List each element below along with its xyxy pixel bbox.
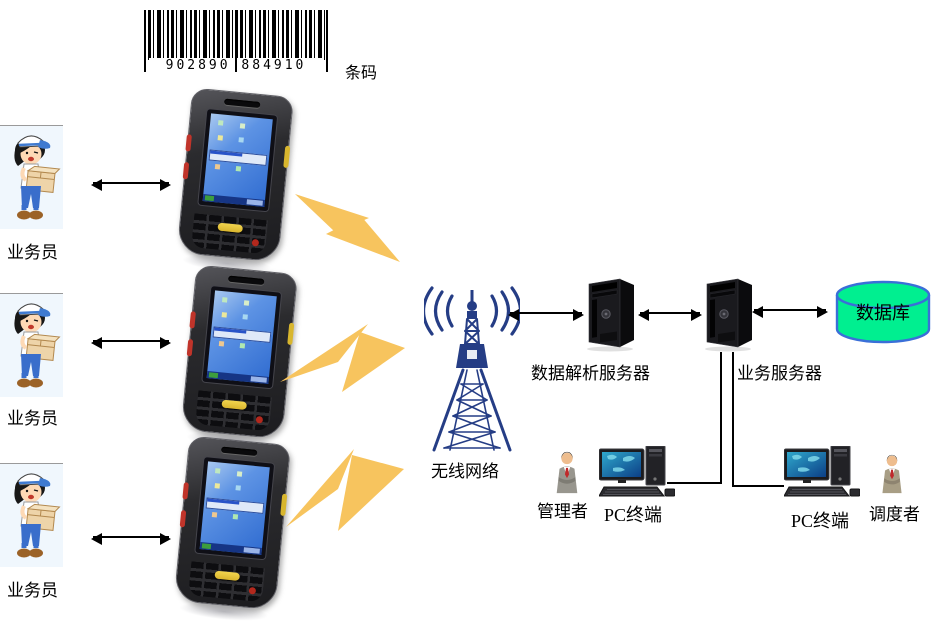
pda-screen-window: [212, 326, 272, 343]
pda-device-icon: [176, 87, 295, 276]
pda-device-3: [173, 435, 292, 624]
worker-figure-1: [0, 125, 63, 229]
pda-side-button: [179, 510, 187, 528]
network-wire: [732, 352, 734, 487]
pc-terminal-icon: [784, 446, 860, 497]
worker-figure-2: [0, 293, 63, 397]
lightning-bolt-icon: [295, 194, 400, 262]
barcode-label: 条码: [345, 65, 378, 82]
pda-screen: [206, 290, 277, 384]
pda-body: [173, 435, 292, 611]
delivery-worker-icon: [0, 293, 63, 397]
pda-side-button: [283, 145, 291, 169]
delivery-worker-icon: [0, 125, 63, 229]
server-icon: [705, 278, 752, 352]
pda-screen-taskbar: [202, 194, 266, 207]
manager-label: 管理者: [537, 502, 588, 521]
barcode-guard-bar: [235, 10, 237, 72]
pda-screen: [202, 113, 273, 207]
bidirectional-arrow: [638, 309, 702, 321]
pda-side-button: [185, 134, 192, 152]
radio-tower-icon: [424, 286, 520, 452]
bidirectional-arrow: [91, 533, 171, 545]
network-wire: [667, 482, 722, 484]
manager-icon: [556, 451, 578, 494]
pda-keypad: [195, 390, 273, 432]
lightning-bolt-icon: [286, 449, 404, 531]
pda-device-1: [176, 87, 295, 276]
network-wire: [720, 352, 722, 483]
pda-body: [176, 87, 295, 263]
dispatcher-icon: [882, 454, 902, 494]
server-icon: [587, 278, 634, 352]
pda-screen-taskbar: [206, 371, 270, 384]
barcode-guard-bar: [144, 10, 146, 72]
bidirectional-arrow: [91, 179, 171, 191]
dispatcher-label: 调度者: [869, 505, 920, 524]
pda-screen-bezel: [197, 107, 279, 213]
pda-speaker: [227, 275, 265, 286]
barcode-image: 902890 884910: [140, 8, 332, 76]
database-icon: [835, 280, 931, 344]
pda-screen-taskbar: [199, 542, 263, 555]
pda-screen-icons: [217, 120, 224, 126]
bidirectional-arrow: [91, 337, 171, 349]
pda-screen-bezel: [194, 455, 276, 561]
network-wire: [733, 485, 784, 487]
business-server-label: 业务服务器: [737, 364, 822, 383]
pda-screen: [199, 461, 270, 555]
pc-terminal-icon: [599, 446, 675, 497]
pda-side-button: [182, 162, 190, 180]
pc-terminal-label-1: PC终端: [604, 505, 663, 525]
lightning-bolt-icon: [280, 324, 405, 392]
pda-device-2: [180, 264, 299, 453]
wireless-network-label: 无线网络: [431, 462, 499, 481]
pda-side-button: [186, 339, 194, 357]
bidirectional-arrow: [752, 306, 828, 318]
pda-speaker: [220, 446, 258, 457]
barcode-guard-bar: [326, 10, 328, 72]
pda-screen-bezel: [201, 284, 283, 390]
pda-speaker: [223, 98, 261, 109]
pda-screen-window: [205, 497, 265, 514]
parse-server-label: 数据解析服务器: [531, 364, 650, 383]
worker-label-3: 业务员: [7, 581, 58, 600]
worker-label-2: 业务员: [7, 409, 58, 428]
pda-keypad: [188, 561, 266, 603]
pda-side-button: [189, 311, 196, 329]
pc-terminal-label-2: PC终端: [791, 511, 850, 531]
pda-screen-icons: [214, 468, 221, 474]
pda-keypad: [191, 213, 269, 255]
pda-screen-window: [208, 149, 268, 166]
pda-device-icon: [173, 435, 292, 624]
pda-side-button: [182, 482, 189, 500]
delivery-worker-icon: [0, 463, 63, 567]
bidirectional-arrow: [508, 309, 584, 321]
worker-figure-3: [0, 463, 63, 567]
pda-screen-icons: [221, 297, 228, 303]
database-label: 数据库: [856, 303, 910, 323]
worker-label-1: 业务员: [7, 243, 58, 262]
